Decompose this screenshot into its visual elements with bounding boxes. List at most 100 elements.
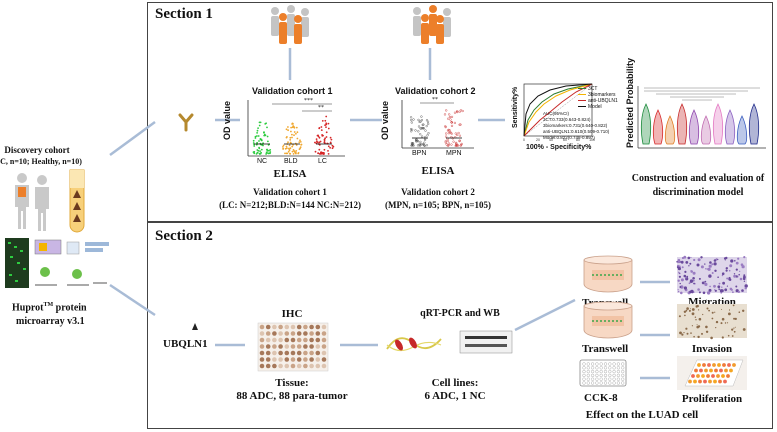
ubqln1-protein-icon (192, 323, 198, 330)
ihc-tissue-spot (315, 324, 321, 330)
ihc-tissue-spot (278, 344, 283, 349)
elisa1-title: Validation cohort 1 (252, 86, 333, 96)
invasion-cell (734, 326, 736, 328)
migration-cell (696, 263, 700, 267)
cck8-well (621, 370, 625, 374)
invasion-cell (696, 324, 698, 326)
cck8-well (599, 377, 603, 381)
elisa1-dot (257, 135, 260, 137)
migration-cell (739, 270, 741, 272)
elisa2-dot (444, 135, 448, 138)
ihc-tissue-spot (272, 324, 277, 330)
huprot-protein: protein (53, 302, 87, 314)
cck8-plate-icon (579, 359, 627, 387)
migration-cell (693, 280, 695, 282)
proliferation-well (732, 363, 736, 367)
migration-cell (724, 288, 728, 292)
elisa1-dot (258, 147, 261, 150)
cck8-well (586, 370, 590, 374)
cck8-well (616, 370, 620, 374)
elisa1-dot (297, 152, 300, 154)
migration-cell (720, 291, 723, 294)
violin-shape (712, 103, 724, 145)
ihc-tissue-spot (290, 350, 296, 356)
migration-cell (677, 279, 680, 282)
violin-shape (664, 115, 676, 145)
migration-cell (733, 273, 736, 275)
migration-cell (721, 274, 724, 277)
migration-cell (721, 286, 723, 288)
migration-cell (697, 258, 701, 262)
migration-cell (714, 289, 717, 292)
elisa2-ylabel: OD value (380, 100, 390, 140)
migration-cell (679, 286, 682, 288)
elisa1-dot (286, 136, 288, 138)
ihc-tissue-spot (259, 337, 265, 343)
cck8-well (603, 381, 608, 385)
ihc-tissue-spot (284, 324, 290, 330)
migration-cell (718, 288, 720, 290)
elisa1-dot (299, 141, 302, 143)
migration-cell (722, 281, 725, 285)
elisa1-dot (325, 122, 328, 125)
migration-cell (704, 280, 707, 283)
proliferation-well (721, 374, 725, 378)
migration-cell (676, 266, 679, 269)
ihc-tissue-spot (296, 363, 302, 369)
ihc-tissue-spot (272, 363, 277, 369)
cck8-well (586, 362, 590, 366)
elisa1-dot (254, 137, 257, 139)
violin-shape (652, 109, 664, 145)
elisa1-dot (300, 143, 303, 146)
elisa1-dot (318, 127, 321, 129)
violin-shape (724, 109, 736, 145)
cck8-well (586, 366, 590, 370)
migration-cell (681, 266, 684, 269)
violin-shape (640, 103, 652, 145)
cck8-well (603, 373, 608, 377)
proliferation-well (723, 379, 727, 384)
elisa2-dot (449, 118, 452, 121)
elisa1-dot (321, 120, 324, 122)
migration-cell (737, 290, 740, 293)
ihc-tissue-spot (321, 324, 327, 330)
elisa2-dot (450, 132, 453, 135)
elisa1-dot (265, 153, 267, 155)
migration-cell (706, 268, 708, 270)
roc-legend-label-anti-ubqln1: anti-UBQLN1 (588, 98, 618, 104)
elisa2-dot (444, 126, 447, 129)
elisa1-dot (288, 144, 291, 147)
cck8-well (616, 377, 620, 381)
elisa1-dot (318, 148, 321, 151)
elisa2-dot (448, 129, 451, 132)
elisa2-xlabel-bpn: BPN (412, 150, 427, 157)
proliferation-well (713, 379, 717, 384)
proliferation-well (724, 368, 728, 373)
migration-cell (726, 277, 729, 280)
elisa1-dot (258, 152, 261, 155)
ihc-tissue-spot (296, 331, 302, 336)
svg-text:0: 0 (523, 138, 525, 142)
elisa1-dot (282, 144, 285, 147)
effect-label: Effect on the LUAD cell (585, 409, 699, 421)
elisa1-dot (266, 135, 269, 138)
antibody-icon (178, 113, 194, 132)
proliferation-well (704, 368, 708, 373)
elisa1-dot (293, 134, 295, 137)
roc-curve-anti-ubqln1 (523, 83, 593, 137)
ihc-tissue-spot (290, 324, 296, 330)
migration-cell (728, 277, 731, 280)
ihc-tissue-spot (296, 344, 302, 349)
cck8-well (616, 373, 620, 377)
migration-cell (713, 284, 716, 288)
proliferation-well (722, 363, 726, 367)
elisa1-dot (325, 126, 327, 128)
elisa1-dot (296, 137, 299, 140)
elisa1-dot (296, 131, 299, 134)
ihc-tissue-spot (272, 350, 277, 356)
migration-cell (729, 264, 733, 268)
invasion-cell (742, 328, 746, 331)
invasion-cell (710, 336, 713, 340)
elisa2-dot (459, 123, 462, 126)
proliferation-well (697, 363, 701, 367)
